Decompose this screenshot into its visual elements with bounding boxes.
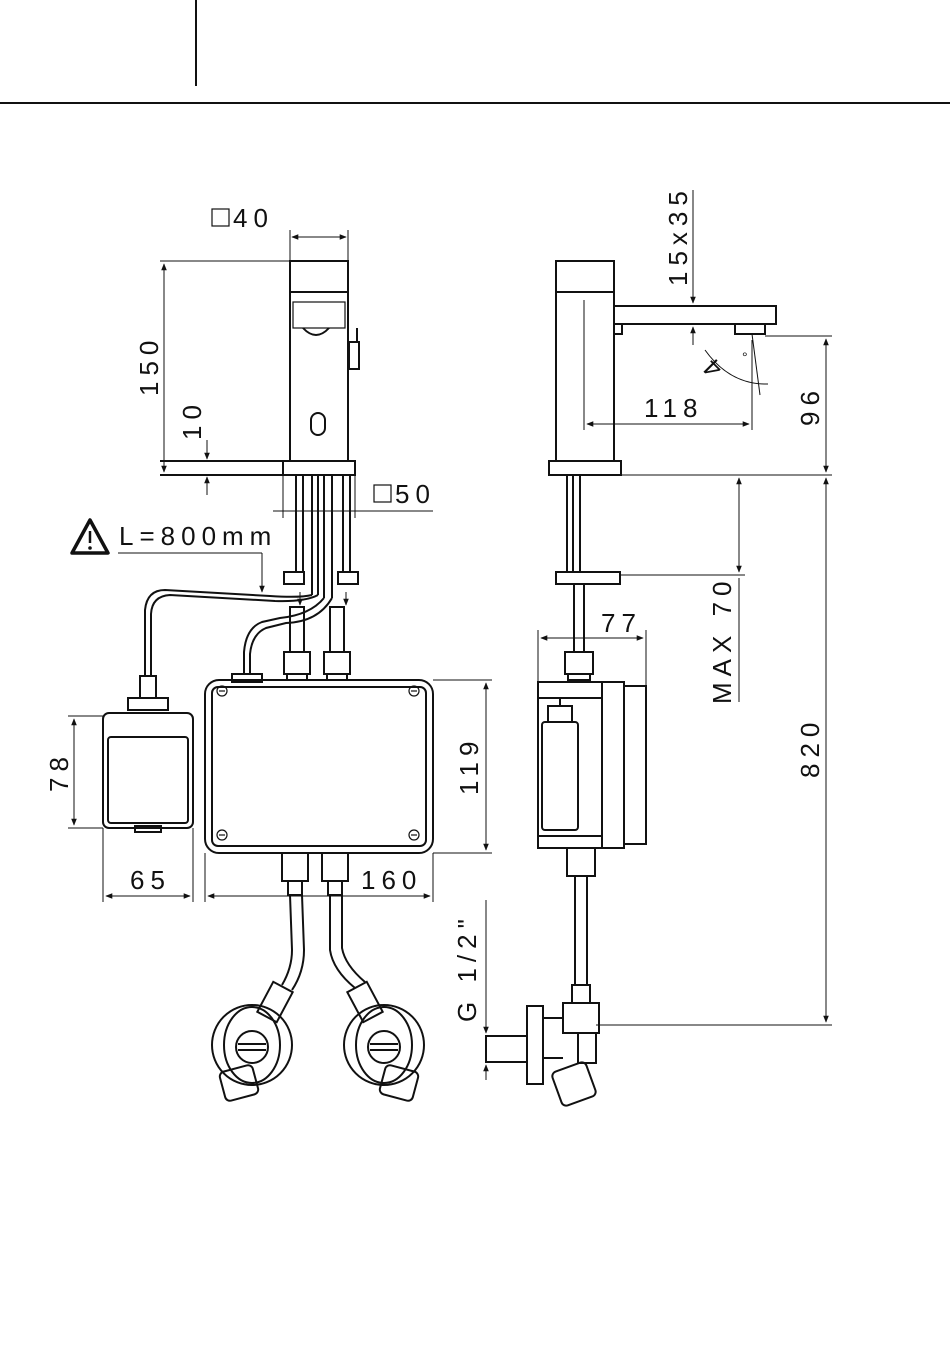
square-symbol-icon — [212, 209, 229, 226]
dim-angle-4: 4 — [693, 348, 729, 384]
control-box-front — [205, 680, 433, 895]
dim-spout-15x35: 15x35 — [663, 185, 693, 286]
dim-base-10: 10 — [177, 399, 207, 440]
dim-box-width-160: 160 — [361, 865, 422, 895]
angle-valve-side — [486, 1003, 599, 1107]
dim-max-70: MAX 70 — [707, 576, 737, 705]
square-symbol-icon — [374, 485, 391, 502]
warning-icon — [72, 520, 108, 553]
dim-height-96: 96 — [795, 385, 825, 426]
dim-cable-length: L=800mm — [119, 521, 277, 551]
dim-thread-g-half: G 1/2" — [452, 913, 482, 1022]
faucet-side-view — [549, 261, 776, 680]
control-box-side — [538, 682, 646, 1003]
supply-pipes-front — [284, 475, 358, 680]
dim-square-50: 50 — [395, 479, 436, 509]
hoses-and-angle-valves — [212, 895, 424, 1102]
dim-battery-width-65: 65 — [130, 865, 171, 895]
dim-box-height-119: 119 — [454, 736, 484, 795]
dim-square-40: 40 — [233, 203, 274, 233]
dim-depth-77: 77 — [601, 608, 642, 638]
dim-height-150: 150 — [134, 335, 164, 396]
faucet-front-view — [160, 261, 359, 475]
dim-height-820: 820 — [795, 717, 825, 778]
dim-battery-height-78: 78 — [44, 751, 74, 792]
page-header-frame — [0, 0, 950, 103]
battery-box — [103, 698, 193, 832]
degree-symbol: ° — [742, 349, 754, 365]
dim-reach-118: 118 — [644, 393, 703, 423]
